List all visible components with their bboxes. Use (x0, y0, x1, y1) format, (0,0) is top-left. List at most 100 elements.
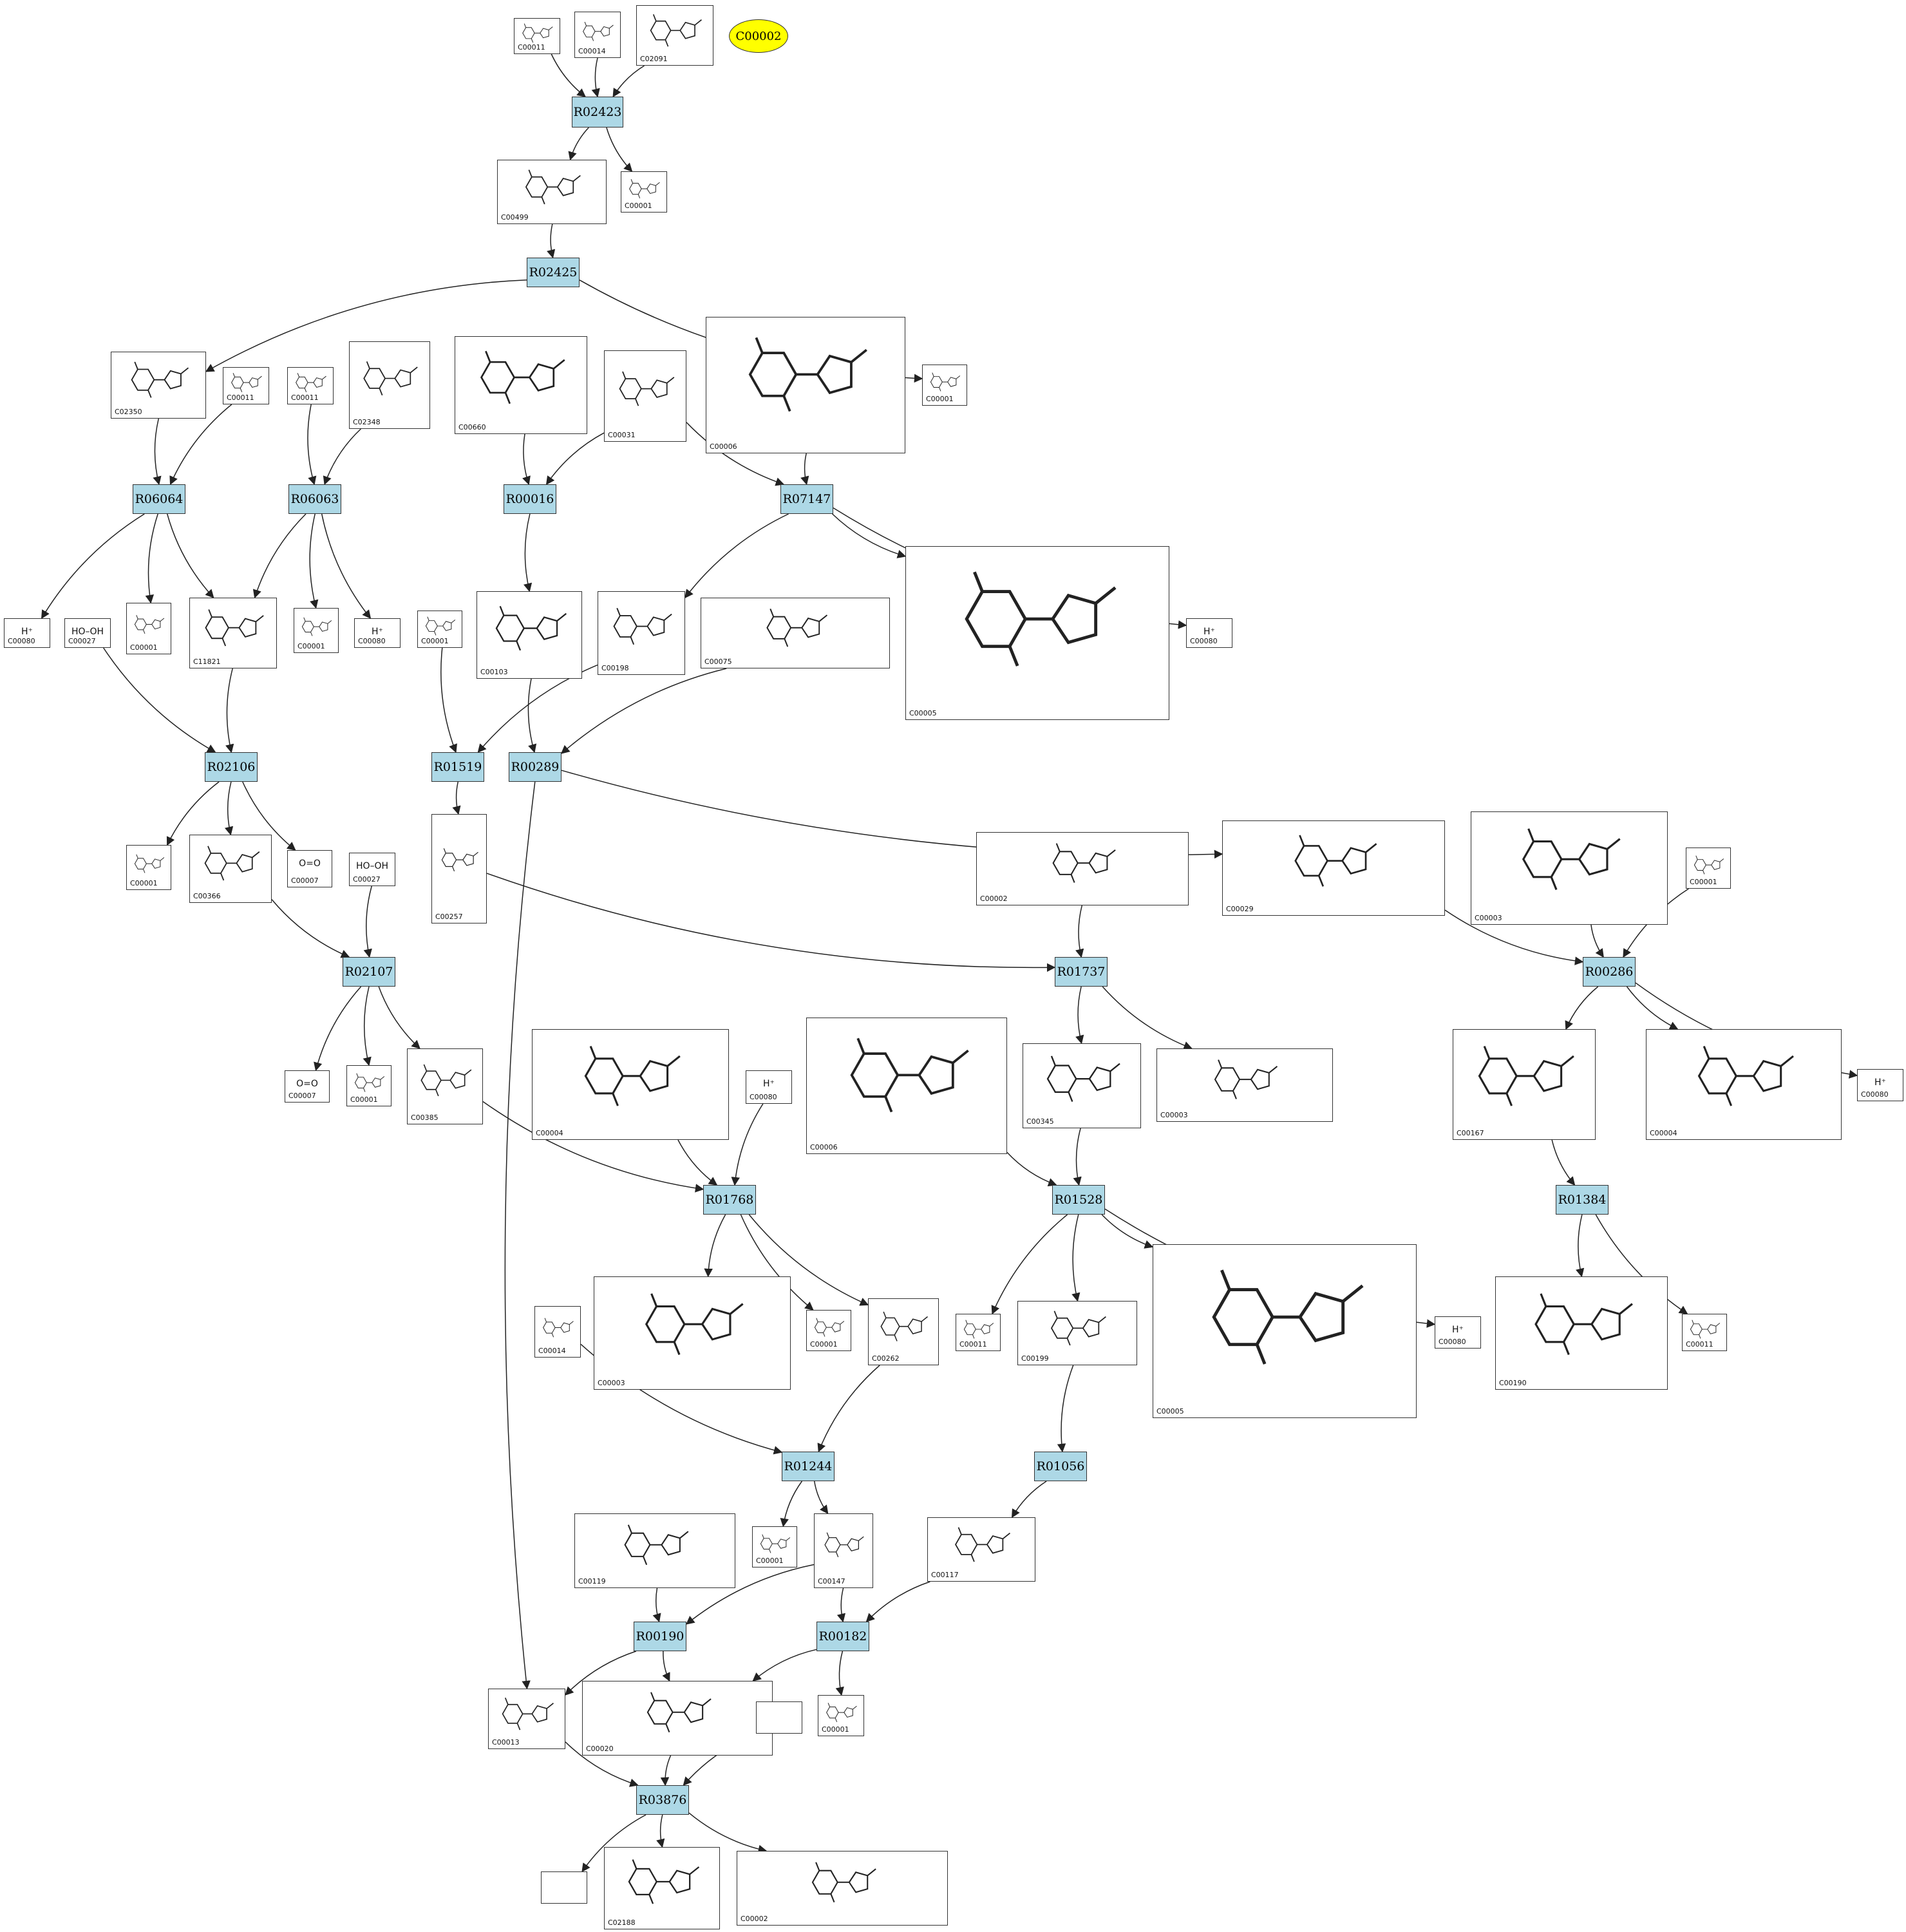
reaction-node[interactable]: R00289 (509, 752, 561, 782)
compound-node[interactable]: C00199 (1017, 1301, 1137, 1365)
compound-node[interactable]: C00075 (701, 598, 890, 668)
compound-node[interactable]: C02188 (604, 1847, 720, 1929)
compound-node[interactable]: C00011 (1682, 1314, 1727, 1351)
compound-node[interactable]: C00001 (1686, 848, 1731, 889)
compound-node[interactable]: C11821 (189, 598, 277, 668)
compound-node[interactable]: C02348 (349, 341, 430, 429)
compound-id-label: C00001 (822, 1725, 849, 1734)
compound-node[interactable]: C00385 (407, 1048, 483, 1124)
compound-node[interactable]: C00014 (574, 12, 621, 58)
compound-id-label: C00013 (492, 1738, 520, 1747)
compound-node[interactable]: C00013 (488, 1689, 565, 1749)
compound-node[interactable]: H⁺C00080 (354, 618, 401, 648)
compound-node[interactable]: C00005 (1153, 1244, 1417, 1418)
compound-node[interactable]: C00011 (223, 367, 269, 404)
compound-node[interactable]: C00499 (497, 160, 607, 224)
reaction-node[interactable]: R07147 (780, 484, 833, 514)
compound-node[interactable]: C00001 (752, 1526, 797, 1567)
compound-node[interactable]: C00366 (189, 835, 272, 903)
reaction-node[interactable]: R02425 (527, 258, 580, 287)
compound-node[interactable]: C00001 (346, 1065, 392, 1106)
compound-node[interactable]: C00345 (1023, 1043, 1141, 1128)
compound-node[interactable]: C00001 (621, 171, 667, 213)
compound-node[interactable]: C00006 (806, 1018, 1007, 1154)
molecule-structure-icon (1212, 1269, 1364, 1365)
reaction-node[interactable]: R02107 (343, 957, 395, 987)
edge-arrow (452, 781, 461, 815)
molecule-structure-icon (965, 571, 1117, 667)
reaction-node[interactable]: R00016 (504, 484, 556, 514)
molecule-structure-icon (814, 1318, 845, 1337)
compound-node[interactable]: C00001 (806, 1310, 851, 1351)
compound-node[interactable]: H⁺C00080 (1186, 618, 1232, 648)
compound-node[interactable]: C00029 (1222, 820, 1445, 916)
compound-node[interactable]: C00103 (476, 591, 582, 679)
reaction-node[interactable]: R02106 (205, 752, 258, 782)
reaction-node[interactable]: R01737 (1055, 957, 1108, 987)
compound-node[interactable]: C00014 (534, 1306, 581, 1358)
compound-node[interactable]: C00002 (976, 832, 1189, 905)
compound-node[interactable]: C00198 (598, 591, 685, 675)
edge-arrow (314, 986, 362, 1072)
reaction-node[interactable]: R00182 (816, 1622, 869, 1651)
compound-node[interactable]: H⁺C00080 (746, 1070, 792, 1104)
compound-node[interactable]: H⁺C00080 (1435, 1316, 1481, 1349)
compound-node[interactable]: C00011 (287, 367, 334, 404)
compound-node[interactable]: C00001 (294, 608, 339, 653)
reaction-node[interactable]: R03876 (636, 1785, 689, 1815)
reaction-node[interactable]: R01519 (431, 752, 484, 782)
compound-node[interactable]: C00117 (927, 1517, 1035, 1582)
compound-structure (921, 560, 1153, 677)
edge-arrow (568, 127, 589, 161)
compound-node[interactable]: C00002 (737, 1851, 948, 1926)
compound-node[interactable]: C00011 (514, 18, 560, 54)
compound-node[interactable]: H⁺C00080 (1857, 1069, 1903, 1101)
compound-node[interactable] (541, 1871, 587, 1904)
compound-id-label: C00011 (291, 393, 319, 402)
reaction-node[interactable]: R01384 (1556, 1185, 1609, 1215)
compound-node[interactable]: C00004 (532, 1029, 729, 1140)
compound-node[interactable]: C00006 (706, 317, 905, 453)
reaction-node[interactable]: R06063 (288, 484, 341, 514)
compound-node[interactable]: C00020 (582, 1681, 773, 1756)
reaction-node[interactable]: R01528 (1052, 1185, 1105, 1215)
compound-node[interactable]: C00167 (1453, 1029, 1596, 1140)
compound-node[interactable]: C00004 (1646, 1029, 1842, 1140)
compound-node[interactable] (756, 1701, 802, 1734)
compound-node[interactable]: C00119 (574, 1513, 735, 1588)
reaction-node[interactable]: R01056 (1034, 1452, 1087, 1481)
compound-node[interactable]: C00011 (956, 1314, 1001, 1351)
compound-id-label: C00011 (518, 43, 545, 52)
compound-node[interactable]: C00003 (1471, 811, 1668, 925)
reaction-node[interactable]: R00190 (634, 1622, 686, 1651)
compound-node[interactable]: C00005 (905, 546, 1169, 720)
edge-arrow (1565, 986, 1599, 1030)
reaction-node[interactable]: R06064 (133, 484, 185, 514)
highlight-compound-ellipse[interactable]: C00002 (729, 19, 788, 53)
reaction-node[interactable]: R00286 (1583, 957, 1636, 987)
compound-node[interactable]: C00031 (604, 350, 686, 442)
compound-node[interactable]: C00003 (1156, 1048, 1333, 1122)
compound-node[interactable]: C00190 (1495, 1276, 1668, 1390)
compound-node[interactable]: C02350 (111, 352, 206, 419)
compound-node[interactable]: C00003 (594, 1276, 791, 1390)
compound-node[interactable]: C00001 (818, 1695, 864, 1736)
reaction-node[interactable]: R01768 (703, 1185, 756, 1215)
compound-node[interactable]: C00001 (417, 611, 462, 648)
compound-node[interactable]: C00257 (431, 814, 487, 923)
compound-node[interactable]: C02091 (636, 5, 713, 66)
reaction-node[interactable]: R01244 (782, 1452, 835, 1481)
compound-node[interactable]: C00001 (126, 603, 171, 654)
compound-node[interactable]: H⁺C00080 (4, 618, 50, 648)
compound-structure (1169, 1258, 1400, 1376)
reaction-node[interactable]: R02423 (572, 97, 623, 128)
compound-node[interactable]: C00147 (814, 1513, 873, 1588)
compound-node[interactable]: C00262 (868, 1298, 939, 1365)
compound-node[interactable]: C00660 (455, 336, 587, 434)
compound-node[interactable]: C00001 (126, 845, 171, 890)
compound-node[interactable]: C00001 (922, 365, 967, 406)
